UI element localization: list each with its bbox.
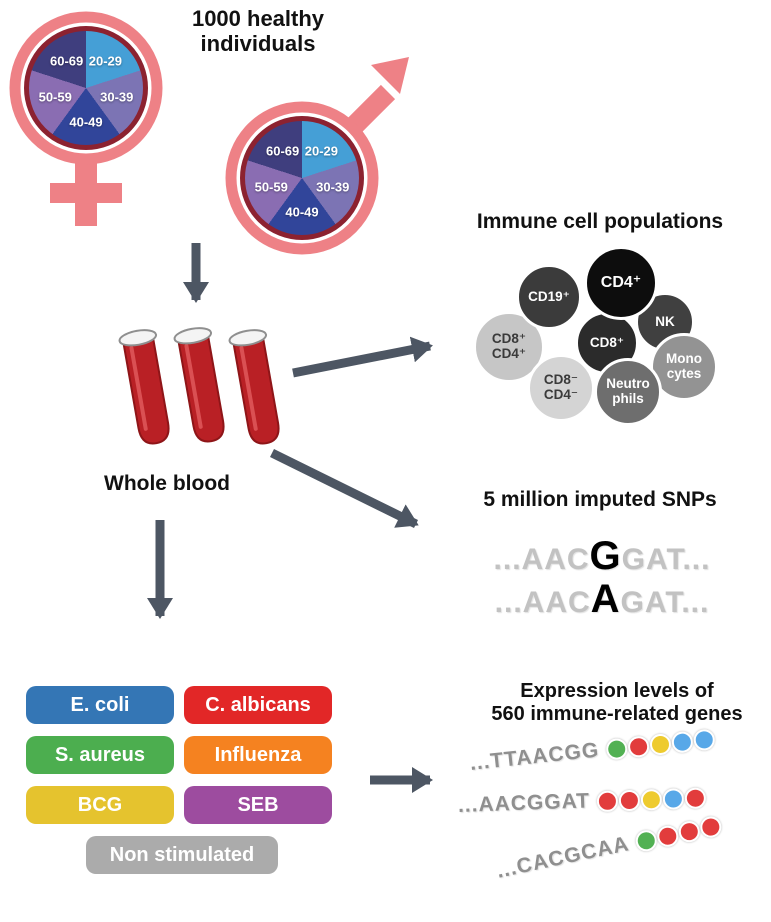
expression-title-line2: 560 immune-related genes [491, 703, 743, 725]
gene-sequence: ...CACGCAA [494, 832, 632, 883]
expression-dot [698, 814, 724, 840]
age-group-label: 20-29 [88, 53, 122, 69]
age-group-label: 40-49 [69, 114, 103, 130]
stimulus-c-albicans: C. albicans [184, 686, 332, 724]
stimulus-bcg: BCG [26, 786, 174, 824]
blood-tubes [118, 327, 280, 445]
immune-cell-cd19: CD19⁺ [516, 264, 582, 330]
immune-cell-neutro: Neutro phils [594, 358, 662, 426]
expression-dot [640, 788, 663, 811]
stimulus-e-coli: E. coli [26, 686, 174, 724]
stimulus-s-aureus: S. aureus [26, 736, 174, 774]
age-group-label: 50-59 [254, 179, 288, 195]
expression-dot [676, 818, 702, 844]
expression-dot [648, 732, 672, 756]
snp-seq-pre: ...AAC [493, 543, 590, 576]
age-group-label: 40-49 [285, 204, 319, 220]
arrow-blood-to-cells [292, 336, 433, 378]
expression-dot [596, 789, 619, 812]
stimulus-influenza: Influenza [184, 736, 332, 774]
snp-variant-allele: A [590, 577, 621, 621]
gene-sequence: ...TTAACGG [468, 738, 601, 775]
expression-title-line1: Expression levels of [520, 680, 714, 702]
snp-variant-allele: G [589, 534, 622, 578]
expression-dot [618, 789, 641, 811]
age-group-label: 30-39 [316, 179, 350, 195]
immune-cell-cd4: CD4⁺ [584, 246, 658, 320]
gene-row: ...CACGCAA [495, 813, 724, 884]
blood-tube [228, 329, 280, 445]
immune-cell-dn: CD8⁻ CD4⁻ [527, 354, 595, 422]
age-group-label: 60-69 [49, 53, 84, 69]
expression-dot [604, 737, 628, 761]
snp-sequence: ...AACAGAT... [432, 577, 771, 622]
age-group-label: 50-59 [38, 89, 72, 105]
figure-title: 1000 healthy individuals [191, 6, 325, 57]
snp-seq-pre: ...AAC [494, 586, 591, 619]
expression-dot [670, 730, 694, 754]
immune-cell-mono: Mono cytes [650, 333, 718, 401]
age-pie: 20-29 30-39 40-49 50-59 60-69 [240, 116, 364, 240]
age-pie: 20-29 30-39 40-49 50-59 60-69 [24, 26, 148, 150]
age-group-label: 60-69 [265, 143, 300, 159]
whole-blood-label: Whole blood [104, 472, 230, 495]
immune-cells-title: Immune cell populations [476, 210, 724, 233]
age-group-label: 30-39 [100, 89, 134, 105]
expression-dot [692, 727, 716, 751]
arrow-blood-to-snps [270, 448, 419, 529]
blood-tube [118, 329, 170, 445]
gene-row: ...AACGGAT [458, 785, 707, 818]
age-group-label: 20-29 [304, 143, 338, 159]
snp-sequence: ...AACGGAT... [432, 534, 771, 579]
stimulus-non-stimulated: Non stimulated [86, 836, 278, 874]
gene-row: ...TTAACGG [469, 726, 716, 776]
snp-seq-post: GAT... [621, 543, 711, 576]
expression-dot [655, 823, 680, 849]
stimulus-seb: SEB [184, 786, 332, 824]
snps-title: 5 million imputed SNPs [483, 488, 717, 511]
expression-dot [633, 827, 659, 853]
snp-seq-post: GAT... [620, 586, 710, 619]
expression-dot [662, 787, 685, 810]
expression-dot [684, 786, 707, 809]
gene-sequence: ...AACGGAT [457, 789, 591, 817]
blood-tube [173, 327, 225, 443]
expression-dot [626, 734, 650, 758]
